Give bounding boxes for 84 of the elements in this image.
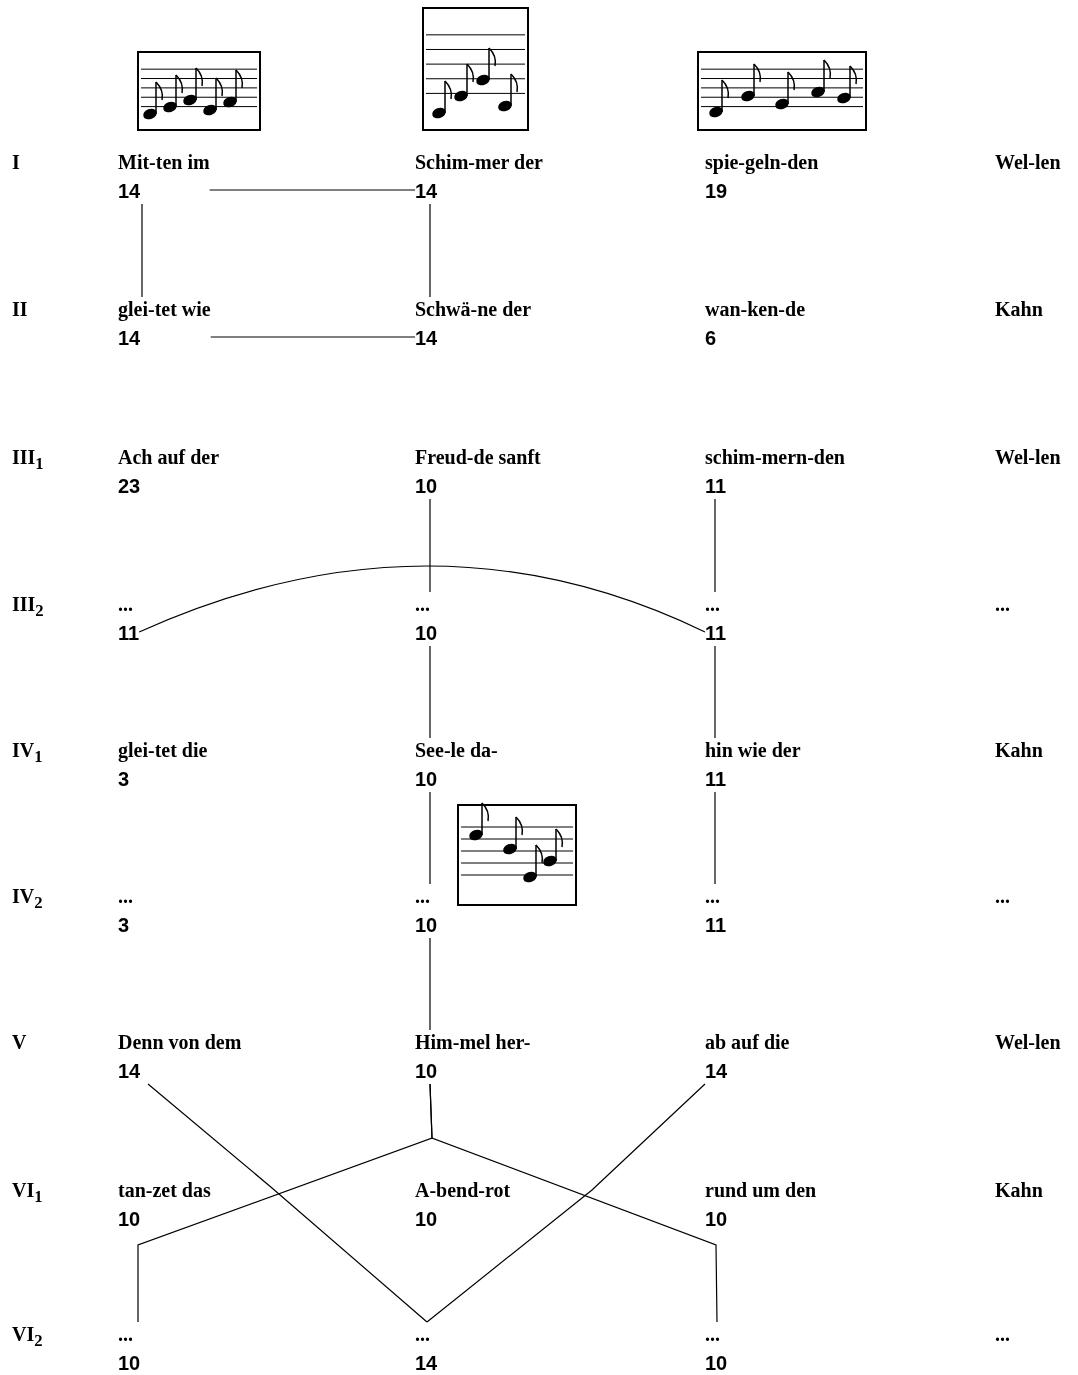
lyric-text: Denn von dem [118,1030,242,1054]
connector-line [429,791,431,885]
lyric-text: Wel-len [995,1030,1061,1054]
lyric-text: Mit-ten im [118,150,210,174]
row-label: I [12,150,20,174]
lyric-text: ... [118,884,133,908]
lyric-text: schim-mern-den [705,445,845,469]
connector-line [429,937,431,1031]
lyric-text: ... [118,1322,134,1346]
count-number: 14 [415,179,439,204]
count-number: 10 [415,621,438,646]
row-label: III$_{2}$ [12,592,44,622]
count-number: 14 [705,1059,729,1084]
connector-line [138,565,706,633]
lyric-text: ab auf die [705,1030,790,1054]
count-number: 10 [415,1207,439,1232]
row-label: IV$_{1}$ [12,738,43,768]
lyric-text: Freud-de sanft [415,445,541,469]
count-number: 10 [705,1351,728,1375]
lyric-text: ... [995,592,1010,616]
row-label: II [12,297,28,321]
count-number: 23 [118,474,142,499]
lyric-text: ... [415,592,431,616]
count-number: 11 [705,621,727,646]
lyric-text: glei-tet wie [118,297,211,321]
count-number: 14 [415,1351,438,1375]
row-label: V [12,1030,27,1054]
lyric-text: ... [705,1322,721,1346]
connector-line [209,189,416,191]
count-number: 3 [118,913,131,938]
lyric-text: A-bend-rot [415,1178,511,1202]
lyric-text: Kahn [995,738,1043,762]
count-number: 11 [118,621,140,646]
count-number: 11 [705,913,727,938]
count-number: 10 [118,1207,142,1232]
count-number: 14 [118,326,142,351]
count-number: 10 [705,1207,729,1232]
count-number: 6 [705,326,718,351]
lyric-text: Wel-len [995,445,1061,469]
lyric-text: glei-tet die [118,738,208,762]
lyric-text: ... [415,884,431,908]
connector-line [210,336,416,338]
row-label: III$_{1}$ [12,445,44,475]
count-number: 11 [705,767,728,792]
count-number: 10 [415,1059,439,1084]
lyric-text: ... [995,884,1010,908]
lyric-text: tan-zet das [118,1178,211,1202]
lyric-text: ... [995,1322,1010,1346]
lyric-text: wan-ken-de [705,297,805,321]
count-number: 14 [415,326,439,351]
count-number: 10 [415,913,438,938]
lyric-text: ... [415,1322,431,1346]
lyric-text: Kahn [995,297,1043,321]
lyric-text: ... [705,884,721,908]
connector-line [714,791,716,885]
count-number: 14 [118,1059,142,1084]
lyric-text: rund um den [705,1178,817,1202]
lyric-text: spie-geln-den [705,150,819,174]
lyric-text: See-le da- [415,738,498,762]
lyric-text: Wel-len [995,150,1061,174]
count-number: 19 [705,179,729,204]
count-number: 10 [415,474,439,499]
lyric-text: Schim-mer der [415,150,543,174]
count-number: 11 [705,474,728,499]
lyric-text: ... [705,592,721,616]
count-number: 10 [415,767,439,792]
lyric-text: hin wie der [705,738,801,762]
connector-line [429,498,431,593]
connector-line [429,645,431,739]
connector-line [429,203,431,298]
count-number: 10 [118,1351,141,1375]
lyric-text: ... [118,592,134,616]
lyric-text: Kahn [995,1178,1043,1202]
count-number: 14 [118,179,142,204]
lyric-text: Ach auf der [118,445,220,469]
connector-line [714,645,716,739]
row-label: IV$_{2}$ [12,884,43,914]
lyric-text: Schwä-ne der [415,297,532,321]
connector-line [141,203,143,298]
row-label: VI$_{2}$ [12,1322,43,1352]
count-number: 3 [118,767,131,792]
row-label: VI$_{1}$ [12,1178,43,1208]
connector-line [714,498,716,593]
lyric-text: Him-mel her- [415,1030,531,1054]
